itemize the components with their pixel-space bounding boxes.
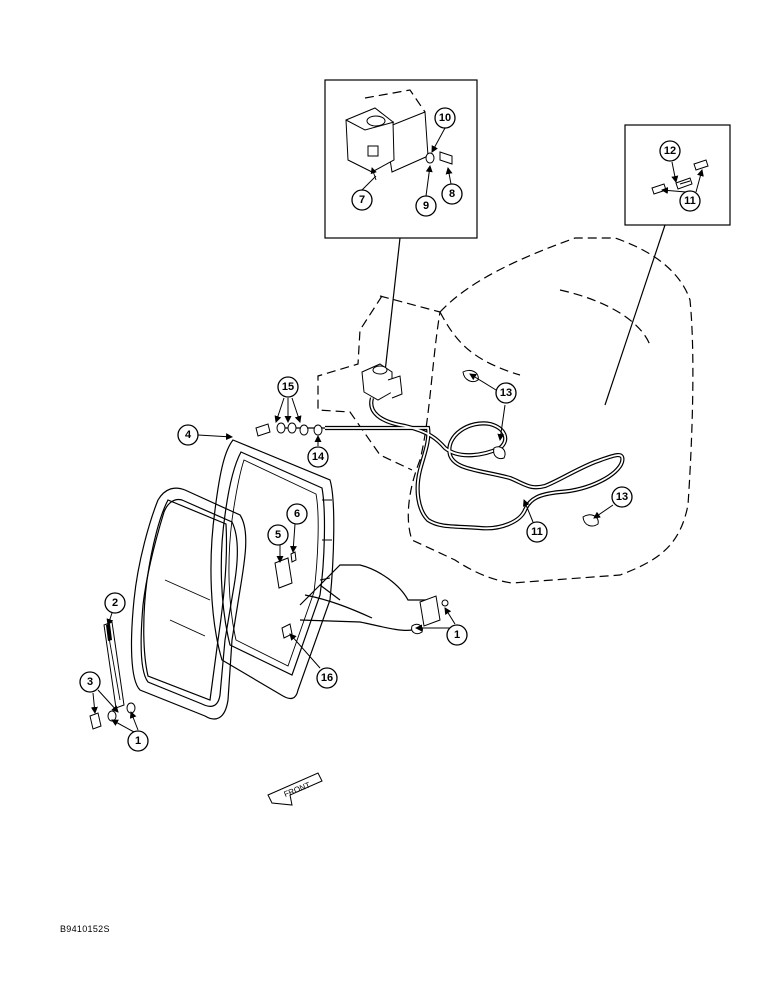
leader-lines	[90, 127, 704, 733]
svg-text:12: 12	[664, 145, 676, 157]
callout-15: 15	[277, 376, 299, 398]
inset-connector-detail	[604, 124, 731, 406]
callout-3: 3	[79, 671, 101, 693]
front-direction-arrow: FRONT	[267, 772, 323, 806]
callout-13-lower: 13	[611, 486, 633, 508]
wiper-motor-assembly	[281, 564, 449, 639]
drawing-number: B9410152S	[60, 924, 110, 934]
svg-text:2: 2	[112, 597, 118, 609]
svg-text:13: 13	[500, 387, 512, 399]
svg-text:10: 10	[439, 112, 451, 124]
callout-4: 4	[177, 424, 199, 446]
svg-text:11: 11	[684, 195, 696, 207]
callout-1-bottom: 1	[127, 730, 149, 752]
callout-9: 9	[415, 195, 437, 217]
callout-8: 8	[441, 183, 463, 205]
svg-text:3: 3	[87, 676, 93, 688]
nozzle-fasteners	[255, 422, 323, 437]
cab-outline	[317, 237, 694, 584]
callout-10: 10	[434, 107, 456, 129]
callout-16: 16	[316, 667, 338, 689]
callout-12: 12	[659, 140, 681, 162]
washer-reservoir	[361, 363, 403, 401]
svg-text:4: 4	[185, 429, 192, 441]
svg-text:7: 7	[359, 194, 365, 206]
svg-text:9: 9	[423, 200, 429, 212]
svg-text:15: 15	[282, 381, 294, 393]
callout-7: 7	[351, 189, 373, 211]
svg-text:6: 6	[294, 508, 300, 520]
svg-text:8: 8	[449, 188, 455, 200]
door-frame	[210, 439, 335, 700]
door-latch	[274, 551, 297, 589]
svg-text:14: 14	[312, 451, 325, 463]
svg-text:1: 1	[135, 735, 141, 747]
washer-hose	[285, 369, 625, 531]
callout-1-right: 1	[446, 624, 468, 646]
callout-14: 14	[307, 446, 329, 468]
callout-6: 6	[286, 503, 308, 525]
svg-text:1: 1	[454, 629, 460, 641]
callout-11-main: 11	[526, 521, 548, 543]
callout-11-inset: 11	[679, 190, 701, 212]
svg-text:16: 16	[321, 672, 333, 684]
svg-text:11: 11	[531, 526, 543, 538]
door-glass-seal	[130, 487, 247, 720]
inset-reservoir-detail	[324, 79, 478, 373]
door-glass-pane	[143, 499, 228, 701]
callout-5: 5	[267, 524, 289, 546]
callout-13-upper: 13	[495, 382, 517, 404]
svg-text:13: 13	[616, 491, 628, 503]
callout-2: 2	[104, 592, 126, 614]
wiper-arm-blade	[89, 621, 136, 730]
svg-text:5: 5	[275, 529, 281, 541]
